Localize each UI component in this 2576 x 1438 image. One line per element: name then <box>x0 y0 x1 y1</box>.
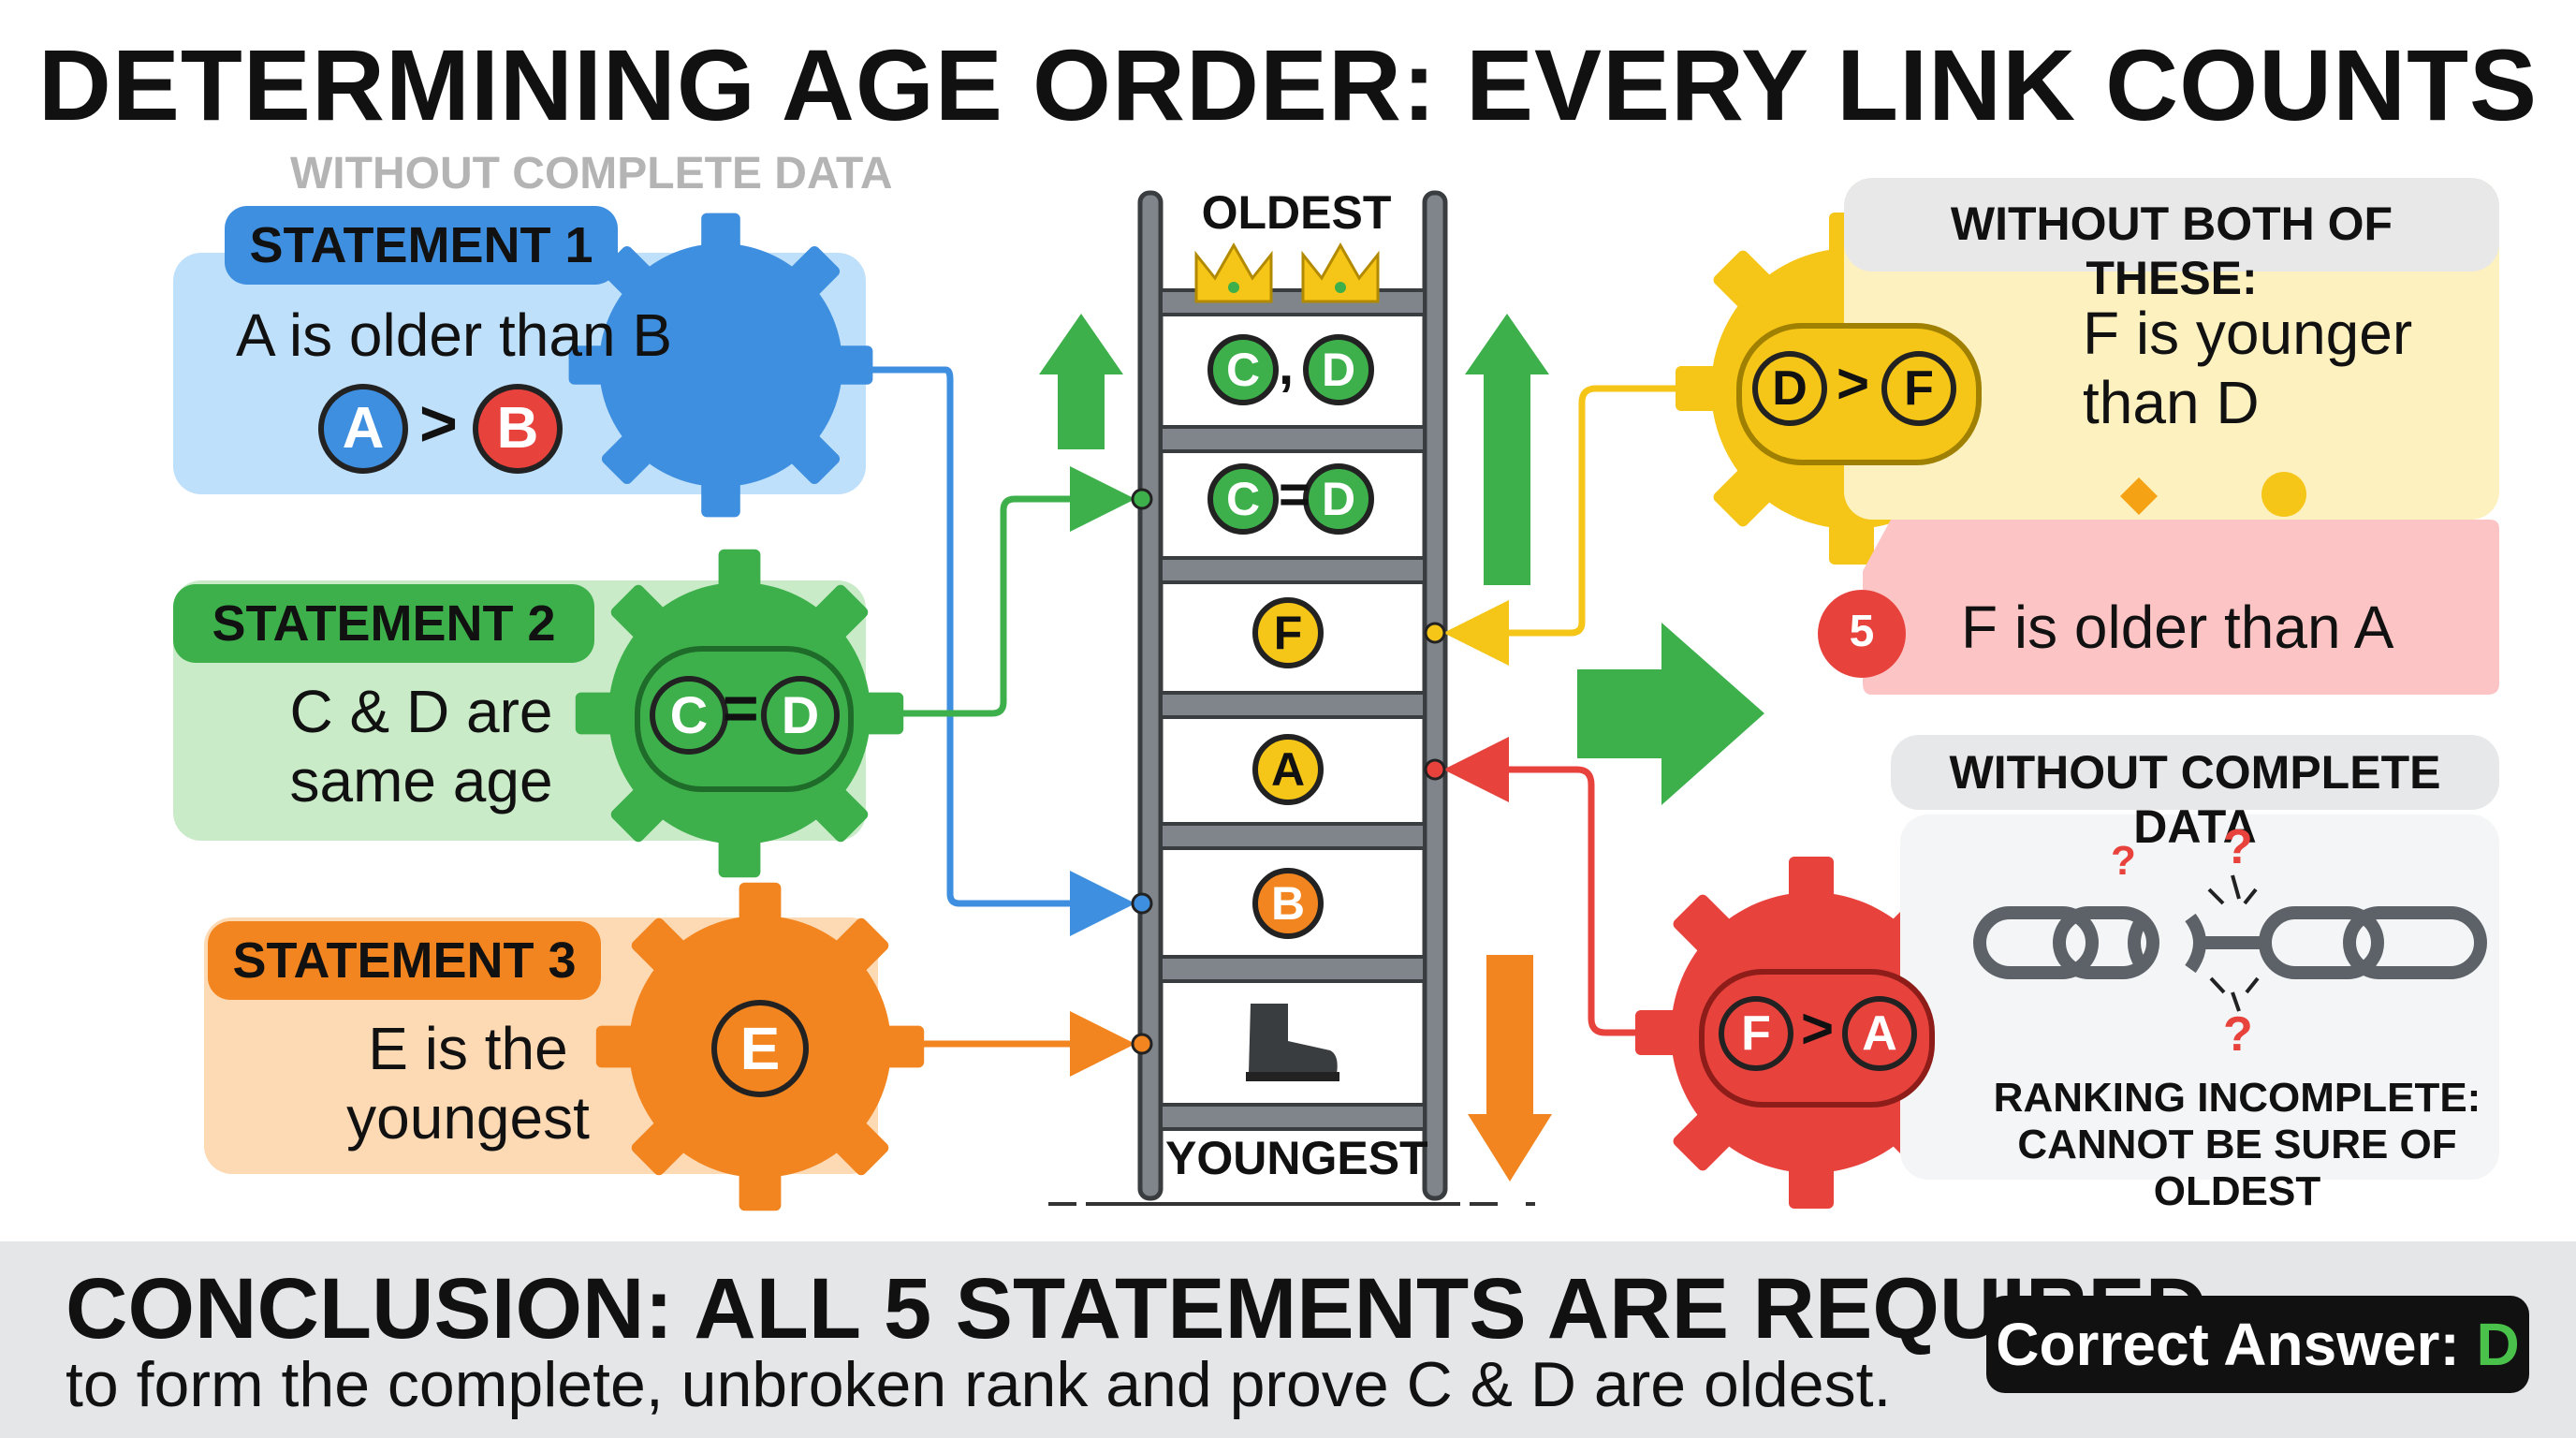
correct-answer-badge: Correct Answer: D <box>1986 1296 2529 1393</box>
statement-3-text-line1: E is the <box>368 1015 568 1082</box>
rung-circle-d: D <box>1303 334 1374 405</box>
connector-dot <box>1131 892 1153 915</box>
youngest-label: YOUNGEST <box>1165 1132 1428 1184</box>
ladder-rung <box>1159 955 1427 983</box>
ranking-incomplete-line1: RANKING INCOMPLETE: <box>1993 1075 2481 1121</box>
statement-2-text-line1: C & D are <box>289 678 553 745</box>
connector-dot <box>1131 488 1153 510</box>
connector-yellow <box>1443 385 1713 666</box>
question-mark-icon: ? <box>2223 1007 2253 1062</box>
connector-dot <box>1131 1033 1153 1055</box>
f-younger-text-line2: than D <box>2083 369 2260 436</box>
ladder-rung <box>1159 556 1427 584</box>
answer-label: Correct Answer: <box>1996 1311 2460 1378</box>
conclusion-text: to form the complete, unbroken rank and … <box>66 1349 1892 1420</box>
broken-chain-icon <box>1973 906 2487 979</box>
rung-circle-b: B <box>1252 868 1324 939</box>
circle-e: E <box>711 1000 809 1097</box>
rung-circle-c: C <box>1208 334 1279 405</box>
statement-1-tab: STATEMENT 1 <box>225 206 618 285</box>
rung-circle-f: F <box>1252 597 1324 668</box>
incomplete-panel <box>1900 814 2499 1180</box>
circle-b: B <box>473 384 563 474</box>
circle-a: A <box>1842 996 1917 1071</box>
rung-circle-a: A <box>1252 734 1324 805</box>
statement-2-text-line2: same age <box>289 747 553 814</box>
arrow-down-icon <box>1468 955 1552 1181</box>
connector-blue <box>866 366 1135 936</box>
question-mark-icon: ? <box>2223 820 2253 874</box>
gear-blue-icon <box>568 213 873 518</box>
arrow-right-icon <box>1577 623 1764 805</box>
greater-than-symbol: > <box>1801 997 1835 1060</box>
rung-circle-c: C <box>1208 463 1279 535</box>
crown-icon <box>1194 242 1273 303</box>
answer-value: D <box>2476 1311 2520 1378</box>
crown-icon <box>1301 242 1380 303</box>
without-both-header-bg <box>1844 178 2499 271</box>
ladder-rung <box>1159 425 1427 453</box>
arrow-up-icon <box>1039 314 1123 449</box>
rung-circle-d: D <box>1303 463 1374 535</box>
conclusion-heading: CONCLUSION: ALL 5 STATEMENTS ARE REQUIRE… <box>66 1261 2208 1357</box>
greater-than-symbol: > <box>1837 352 1870 415</box>
question-mark-icon: ? <box>2111 838 2136 884</box>
connector-green <box>871 466 1135 717</box>
dot-icon <box>2261 472 2306 517</box>
ladder <box>1048 190 1535 1206</box>
circle-a: A <box>318 384 408 474</box>
circle-f: F <box>1719 996 1793 1071</box>
f-older-than-a-box <box>1863 520 2499 695</box>
ladder-rung <box>1159 822 1427 850</box>
statement-3-text-line2: youngest <box>346 1084 590 1152</box>
rung-separator: , <box>1279 335 1295 396</box>
arrow-up-icon <box>1465 314 1549 585</box>
statement-3-tab: STATEMENT 3 <box>208 921 601 1000</box>
connector-dot <box>1424 622 1446 644</box>
statement-5-badge: 5 <box>1818 590 1906 678</box>
ranking-incomplete-line2: CANNOT BE SURE OF OLDEST <box>2017 1122 2457 1214</box>
without-both-header: WITHOUT BOTH OF THESE: <box>1950 198 2393 304</box>
connector-dot <box>1424 758 1446 781</box>
f-younger-text-line1: F is younger <box>2083 300 2413 367</box>
greater-than-symbol: > <box>419 387 458 460</box>
rung-separator: = <box>1279 464 1310 525</box>
circle-f: F <box>1881 351 1956 426</box>
break-spark-icon <box>2207 874 2260 1012</box>
statement-2-tab: STATEMENT 2 <box>173 584 594 663</box>
boot-icon <box>1232 999 1344 1083</box>
without-data-header-bg <box>1891 735 2499 810</box>
page-title: DETERMINING AGE ORDER: EVERY LINK COUNTS <box>37 28 2539 141</box>
oldest-label: OLDEST <box>1201 186 1392 239</box>
circle-d: D <box>761 676 840 755</box>
ladder-rung <box>1159 1103 1427 1131</box>
f-older-than-a-text: F is older than A <box>1961 594 2394 661</box>
faded-label: WITHOUT COMPLETE DATA <box>290 149 893 198</box>
without-data-header: WITHOUT COMPLETE DATA <box>1949 746 2441 853</box>
equals-symbol: = <box>723 673 759 742</box>
connector-red <box>1443 737 1671 1036</box>
circle-d: D <box>1752 351 1827 426</box>
statement-1-text: A is older than B <box>235 301 673 369</box>
circle-c: C <box>650 676 728 755</box>
diamond-icon <box>2120 477 2158 515</box>
ladder-rung <box>1159 691 1427 719</box>
